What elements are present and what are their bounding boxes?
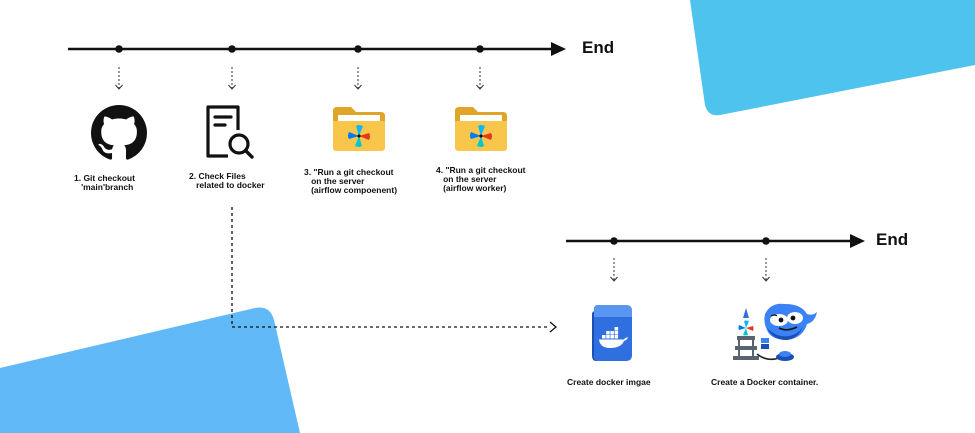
- top-end-label: End: [582, 38, 615, 57]
- bottom-step-2-label: Create a Docker container.: [711, 377, 819, 387]
- step-3-label: 3. "Run a git checkout on the server (ai…: [304, 167, 398, 195]
- step-2-label: 2. Check Files related to docker: [189, 171, 265, 190]
- top-timeline-arrowhead: [551, 42, 566, 56]
- connector-step2-to-docker: [231, 207, 550, 328]
- github-icon: [91, 105, 147, 160]
- top-step-dot-1: [115, 45, 123, 53]
- docker-container-icon: [733, 303, 817, 361]
- file-search-icon: [206, 105, 254, 159]
- top-step-dot-3: [354, 45, 362, 53]
- bottom-step-dot-1: [610, 237, 618, 245]
- step-1-label: 1. Git checkout 'main'branch: [74, 173, 135, 192]
- top-right-accent-shape: [690, 0, 975, 116]
- docker-image-icon: [592, 305, 632, 361]
- airflow-folder-icon: [333, 107, 385, 151]
- step-4-label: 4. "Run a git checkout on the server (ai…: [436, 165, 526, 193]
- bottom-timeline-arrowhead: [850, 234, 865, 248]
- top-step-dot-2: [228, 45, 236, 53]
- bottom-step-1-label: Create docker imgae: [567, 377, 651, 387]
- top-step-dot-4: [476, 45, 484, 53]
- bottom-end-label: End: [876, 230, 909, 249]
- airflow-folder-icon: [455, 107, 507, 151]
- bottom-left-accent-shape: [0, 307, 300, 433]
- bottom-step-dot-2: [762, 237, 770, 245]
